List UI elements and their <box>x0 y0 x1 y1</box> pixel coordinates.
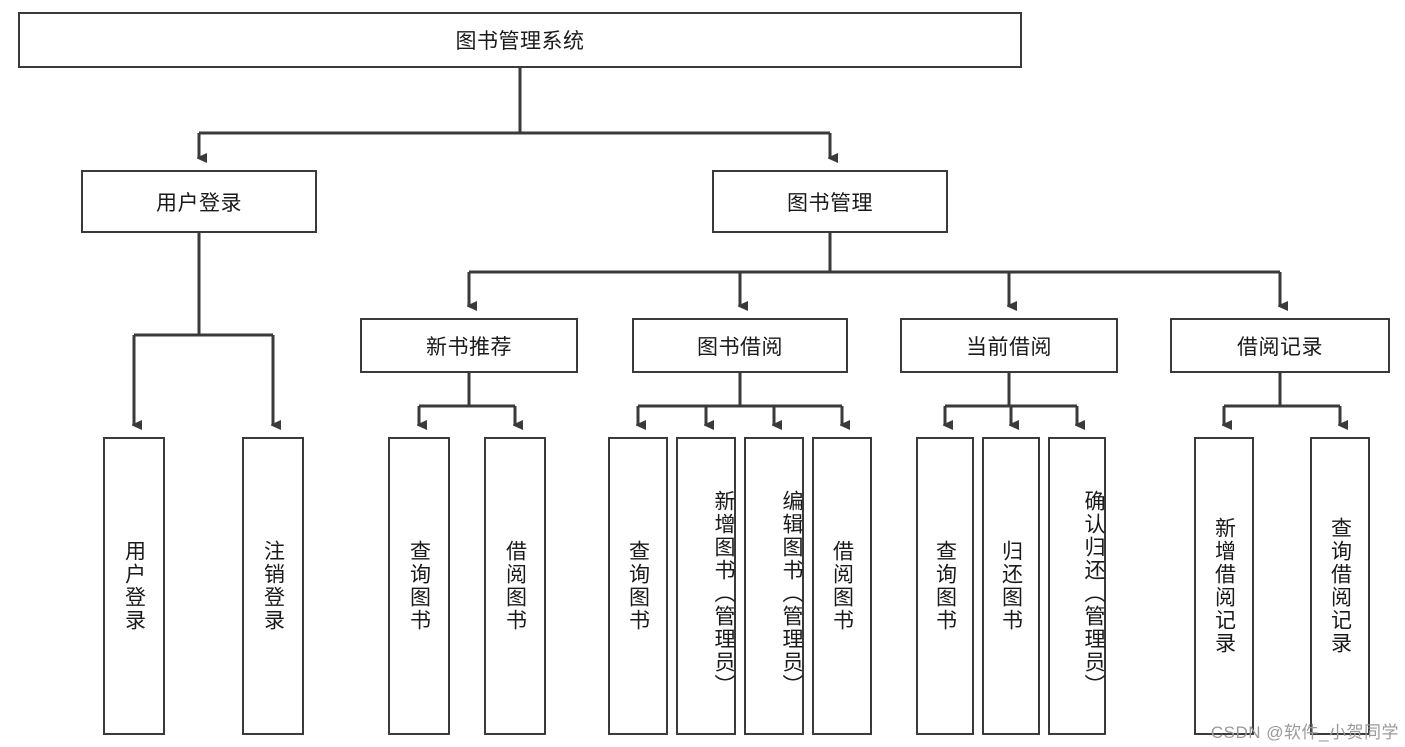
node-leaf-query-book-borrow[interactable]: 查询图书 <box>608 437 668 735</box>
node-leaf-query-book-cur-label: 查询图书 <box>933 540 957 632</box>
node-leaf-query-record[interactable]: 查询借阅记录 <box>1310 437 1370 735</box>
node-leaf-return-book[interactable]: 归还图书 <box>982 437 1040 735</box>
node-leaf-edit-book[interactable]: 编辑图书（管理员） <box>744 437 804 735</box>
node-root[interactable]: 图书管理系统 <box>18 12 1022 68</box>
node-leaf-query-book-borrow-label: 查询图书 <box>626 540 650 632</box>
node-leaf-query-book-rec-label: 查询图书 <box>407 540 431 632</box>
node-current-borrow[interactable]: 当前借阅 <box>900 318 1118 373</box>
node-leaf-query-book-rec[interactable]: 查询图书 <box>388 437 450 735</box>
node-leaf-edit-book-label: 编辑图书（管理员） <box>780 489 803 697</box>
node-book-manage-label: 图书管理 <box>787 191 873 215</box>
node-leaf-query-record-label: 查询借阅记录 <box>1328 517 1352 655</box>
node-leaf-return-book-label: 归还图书 <box>999 540 1023 632</box>
node-borrow-record-label: 借阅记录 <box>1237 335 1323 359</box>
node-book-manage[interactable]: 图书管理 <box>712 170 948 233</box>
node-new-book-rec-label: 新书推荐 <box>426 335 512 359</box>
node-user-login-label: 用户登录 <box>156 191 242 215</box>
node-leaf-add-book-label: 新增图书（管理员） <box>712 489 735 697</box>
node-leaf-confirm-return[interactable]: 确认归还（管理员） <box>1048 437 1106 735</box>
node-leaf-add-book[interactable]: 新增图书（管理员） <box>676 437 736 735</box>
node-leaf-add-record[interactable]: 新增借阅记录 <box>1194 437 1254 735</box>
node-user-login[interactable]: 用户登录 <box>81 170 317 233</box>
node-root-label: 图书管理系统 <box>455 30 585 53</box>
node-leaf-query-book-cur[interactable]: 查询图书 <box>916 437 974 735</box>
node-leaf-user-login-label: 用户登录 <box>122 540 146 632</box>
node-book-borrow[interactable]: 图书借阅 <box>632 318 848 373</box>
node-leaf-add-record-label: 新增借阅记录 <box>1212 517 1236 655</box>
node-leaf-logout-label: 注销登录 <box>261 540 285 632</box>
node-current-borrow-label: 当前借阅 <box>966 335 1052 359</box>
node-leaf-user-login[interactable]: 用户登录 <box>103 437 165 735</box>
node-leaf-borrow-book-rec-label: 借阅图书 <box>503 540 527 632</box>
node-leaf-logout[interactable]: 注销登录 <box>242 437 304 735</box>
watermark-text: CSDN @软件_小贺同学 <box>1210 723 1399 742</box>
node-leaf-borrow-book-label: 借阅图书 <box>830 540 854 632</box>
node-borrow-record[interactable]: 借阅记录 <box>1170 318 1390 373</box>
node-new-book-rec[interactable]: 新书推荐 <box>360 318 578 373</box>
node-leaf-borrow-book[interactable]: 借阅图书 <box>812 437 872 735</box>
node-leaf-confirm-return-label: 确认归还（管理员） <box>1082 489 1105 697</box>
node-book-borrow-label: 图书借阅 <box>697 335 783 359</box>
node-leaf-borrow-book-rec[interactable]: 借阅图书 <box>484 437 546 735</box>
